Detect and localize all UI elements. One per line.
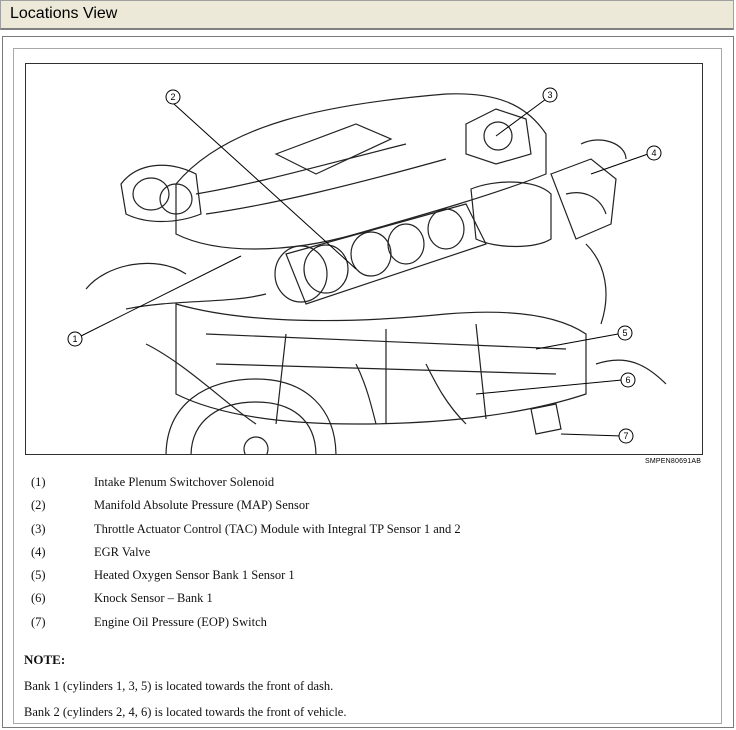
legend-number: (6): [31, 591, 46, 606]
callout-4-circle: [646, 145, 662, 161]
figure-code: SMPEN80691AB: [645, 458, 702, 465]
callout-6-label: 6: [625, 375, 630, 385]
legend-text: Manifold Absolute Pressure (MAP) Sensor: [94, 498, 310, 513]
note-line-bank-1: Bank 1 (cylinders 1, 3, 5) is located to…: [24, 679, 334, 693]
callout-4-label: 4: [651, 148, 656, 158]
callout-3-label: 3: [547, 90, 552, 100]
callout-5-circle: [617, 325, 633, 341]
callout-2-circle: [165, 89, 181, 105]
legend-text: Intake Plenum Switchover Solenoid: [94, 475, 275, 489]
legend-text: Throttle Actuator Control (TAC) Module w…: [94, 521, 461, 536]
content-frame: 1 2 3 4 5 6 7 SMPEN80691AB (1) Intake Pl…: [2, 36, 734, 728]
callout-3-circle: [542, 87, 558, 103]
legend-text: Engine Oil Pressure (EOP) Switch: [94, 614, 267, 629]
callout-1-label: 1: [72, 334, 77, 344]
legend-text: EGR Valve: [94, 544, 151, 559]
legend-number: (1): [31, 475, 46, 489]
legend-number: (4): [31, 544, 46, 559]
callout-5-label: 5: [622, 328, 627, 338]
legend-number: (5): [31, 568, 46, 583]
legend-number: (7): [31, 614, 46, 629]
window-title-bar: Locations View: [0, 0, 734, 30]
engine-illustration: 1 2 3 4 5 6 7: [25, 63, 703, 455]
note-line-bank-2: Bank 2 (cylinders 2, 4, 6) is located to…: [24, 705, 347, 719]
locations-panel: 1 2 3 4 5 6 7 SMPEN80691AB (1) Intake Pl…: [13, 48, 722, 724]
engine-drawing: 1 2 3 4 5 6 7: [67, 87, 667, 454]
window-title: Locations View: [10, 5, 118, 22]
callout-2-label: 2: [170, 92, 175, 102]
callout-7-circle: [618, 428, 634, 444]
callout-6-circle: [620, 372, 636, 388]
callout-7-label: 7: [623, 431, 628, 441]
legend-text: Knock Sensor – Bank 1: [94, 591, 213, 606]
legend-number: (2): [31, 498, 46, 513]
note-heading: NOTE:: [24, 652, 66, 667]
callout-1-circle: [67, 331, 83, 347]
legend-text: Heated Oxygen Sensor Bank 1 Sensor 1: [94, 568, 295, 583]
legend-number: (3): [31, 521, 46, 536]
